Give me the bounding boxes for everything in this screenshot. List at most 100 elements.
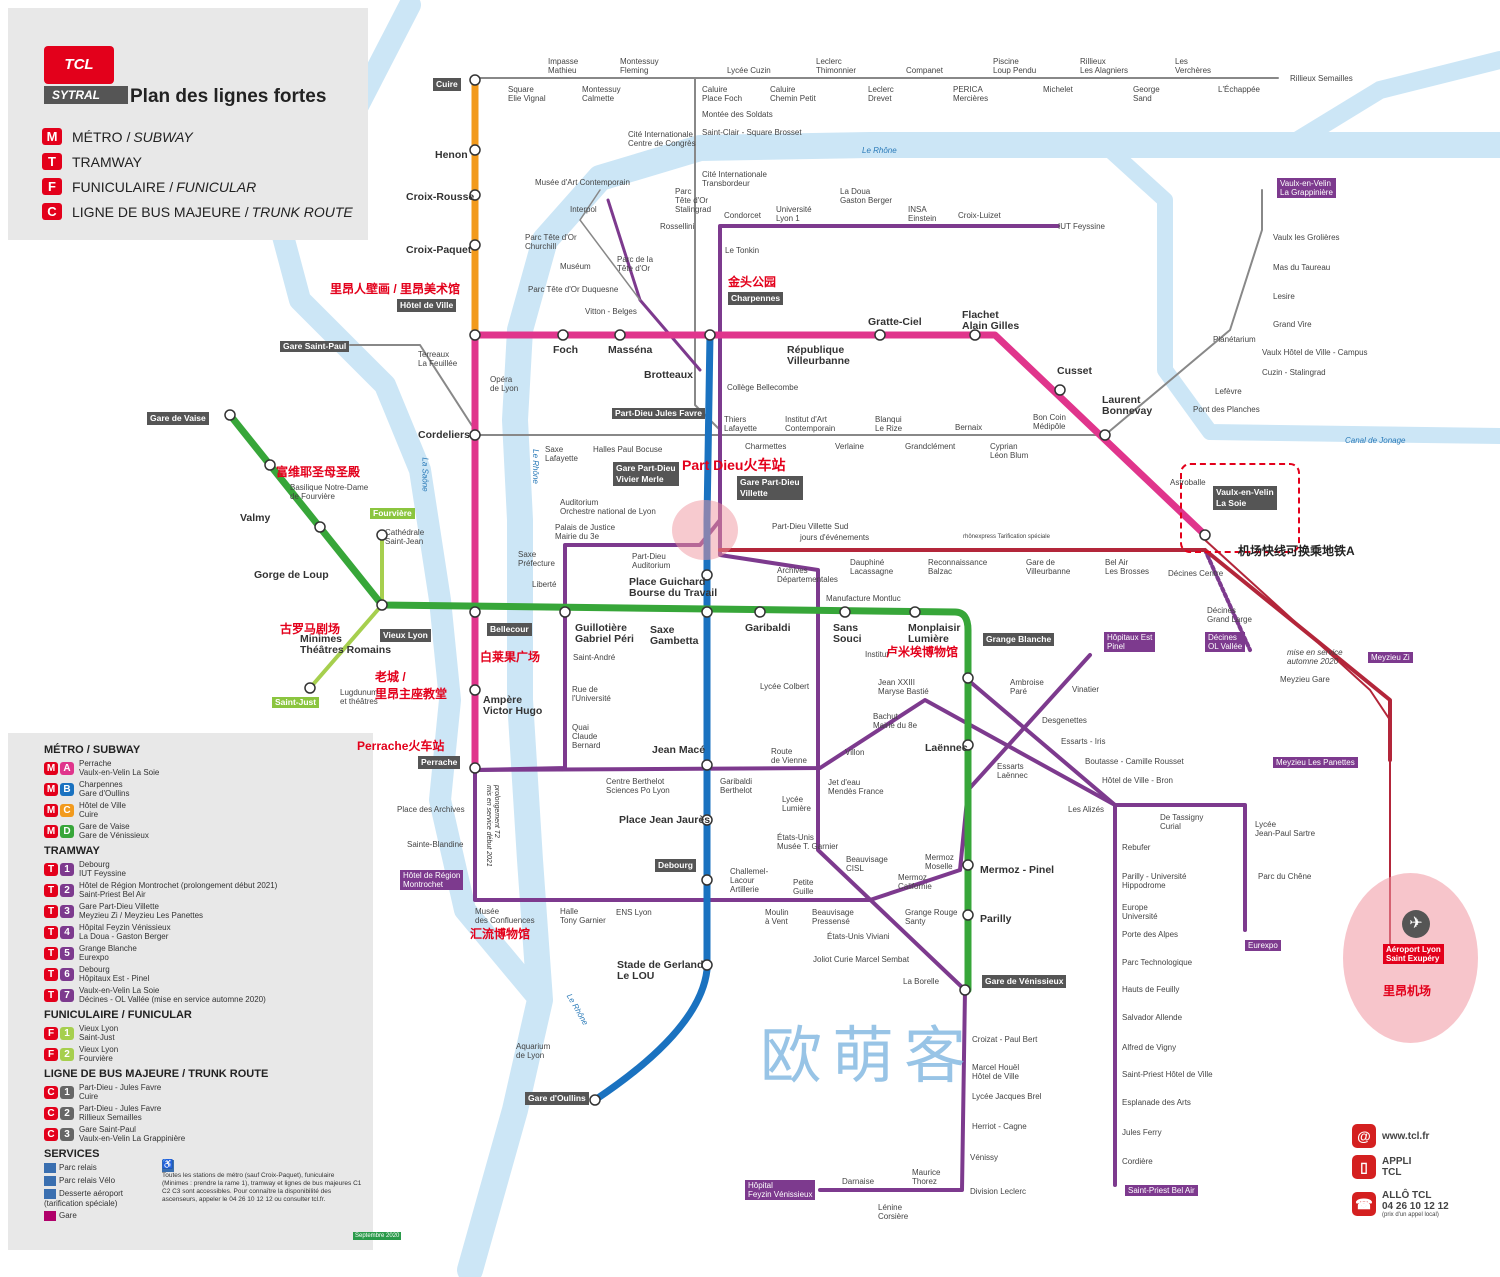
terminus-label[interactable]: Gare Saint-Paul xyxy=(280,341,350,352)
station-label[interactable]: Musée des Confluences xyxy=(475,907,535,925)
station-label[interactable]: Marcel Houël Hôtel de Ville xyxy=(972,1063,1020,1081)
station-label[interactable]: INSA Einstein xyxy=(908,205,937,223)
station-label[interactable]: Lefèvre xyxy=(1215,387,1242,396)
station-label[interactable]: Croizat - Paul Bert xyxy=(972,1035,1038,1044)
station-label[interactable]: Caluire Place Foch xyxy=(702,85,743,103)
station-dot[interactable] xyxy=(264,459,276,471)
station-label[interactable]: Part-Dieu Jules Favre xyxy=(612,408,705,419)
metro-station-label[interactable]: Sans Souci xyxy=(833,622,862,645)
app-link[interactable]: ▯APPLI TCL xyxy=(1352,1155,1411,1179)
station-label[interactable]: Verlaine xyxy=(835,442,864,451)
station-label[interactable]: Vaulx Hôtel de Ville - Campus xyxy=(1262,348,1368,357)
station-label[interactable]: Archives Départementales xyxy=(777,566,838,584)
station-label[interactable]: Maurice Thorez xyxy=(912,1168,941,1186)
station-label[interactable]: Leclerc Thimonnier xyxy=(816,57,857,75)
metro-station-label[interactable]: Mermoz - Pinel xyxy=(980,864,1055,876)
station-label[interactable]: Challemel- Lacour Artillerie xyxy=(730,867,769,894)
station-dot[interactable] xyxy=(559,606,571,618)
terminus-label[interactable]: Hôpitaux Est Pinel xyxy=(1104,632,1156,652)
metro-station-label[interactable]: Cuire xyxy=(433,78,461,91)
station-label[interactable]: Vaulx les Grolières xyxy=(1273,233,1340,242)
station-label[interactable]: Joliot Curie Marcel Sembat xyxy=(813,955,910,964)
station-label[interactable]: Parc Tête d'Or Stalingrad xyxy=(675,187,712,214)
station-dot[interactable] xyxy=(469,239,481,251)
station-label[interactable]: Cathédrale Saint-Jean xyxy=(385,528,425,546)
station-label[interactable]: Mermoz Californie xyxy=(898,873,932,891)
metro-station-label[interactable]: Cordeliers xyxy=(418,429,470,441)
station-label[interactable]: Jean XXIII Maryse Bastié xyxy=(878,678,929,696)
station-label[interactable]: Lycée Cuzin xyxy=(727,66,771,75)
station-label[interactable]: Lugdunum et théâtres xyxy=(340,688,378,706)
station-label[interactable]: Saint-Clair - Square Brosset xyxy=(702,128,802,137)
station-dot[interactable] xyxy=(304,682,316,694)
station-label[interactable]: Dauphiné Lacassagne xyxy=(850,558,894,576)
station-dot[interactable] xyxy=(376,529,388,541)
station-label[interactable]: Halles Paul Bocuse xyxy=(593,445,663,454)
station-label[interactable]: Parc Tête d'Or Churchill xyxy=(525,233,577,251)
station-label[interactable]: Essarts Laënnec xyxy=(997,762,1028,780)
t7-note[interactable]: mise en service automne 2020 xyxy=(1287,648,1343,666)
station-label[interactable]: Caluire Chemin Petit xyxy=(770,85,816,103)
metro-station-label[interactable]: Monplaisir Lumière xyxy=(908,622,961,645)
terminus-label[interactable]: Meyzieu Les Panettes xyxy=(1273,757,1358,768)
station-label[interactable]: La Doua Gaston Berger xyxy=(840,187,893,205)
station-label[interactable]: Parc de la Tête d'Or xyxy=(617,255,654,273)
metro-station-label[interactable]: République Villeurbanne xyxy=(787,344,850,367)
station-label[interactable]: Auditorium Orchestre national de Lyon xyxy=(560,498,656,516)
metro-station-label[interactable]: Foch xyxy=(553,344,579,356)
station-label[interactable]: Division Leclerc xyxy=(970,1187,1027,1196)
station-label[interactable]: Impasse Mathieu xyxy=(548,57,579,75)
station-dot[interactable] xyxy=(839,606,851,618)
station-dot[interactable] xyxy=(962,909,974,921)
station-label[interactable]: Garibaldi Berthelot xyxy=(720,777,753,795)
station-label[interactable]: Grandclément xyxy=(905,442,956,451)
metro-station-label[interactable]: Vaulx-en-Velin La Soie xyxy=(1213,486,1277,510)
metro-station-label[interactable]: Guillotière Gabriel Péri xyxy=(575,622,634,645)
station-label[interactable]: De Tassigny Curial xyxy=(1160,813,1204,831)
station-label[interactable]: Cordière xyxy=(1122,1157,1153,1166)
station-label[interactable]: Saint-André xyxy=(573,653,616,662)
station-label[interactable]: Europe Université xyxy=(1122,903,1158,921)
station-dot[interactable] xyxy=(469,429,481,441)
metro-station-label[interactable]: Gare d'Oullins xyxy=(525,1092,589,1105)
station-label[interactable]: Part-Dieu Auditorium xyxy=(632,552,671,570)
station-dot[interactable] xyxy=(469,606,481,618)
station-dot[interactable] xyxy=(962,739,974,751)
metro-station-label[interactable]: Ampère Victor Hugo xyxy=(483,694,543,717)
station-dot[interactable] xyxy=(701,814,713,826)
station-label[interactable]: Palais de Justice Mairie du 3e xyxy=(555,523,616,541)
station-dot[interactable] xyxy=(969,329,981,341)
station-label[interactable]: Cité Internationale Transbordeur xyxy=(702,170,767,188)
station-label[interactable]: Rillieux Semailles xyxy=(1290,74,1353,83)
station-label[interactable]: Square Elie Vignal xyxy=(508,85,546,103)
station-dot[interactable] xyxy=(469,74,481,86)
station-label[interactable]: George Sand xyxy=(1133,85,1160,103)
station-label[interactable]: Vénissy xyxy=(970,1153,999,1162)
station-label[interactable]: Cité Internationale Centre de Congrès xyxy=(628,130,696,148)
terminus-label[interactable]: Hôtel de Région Montrochet xyxy=(400,870,464,890)
station-label[interactable]: Villon xyxy=(845,748,865,757)
station-label[interactable]: Lesire xyxy=(1273,292,1295,301)
station-label[interactable]: Terreaux La Feuillée xyxy=(418,350,458,368)
station-dot[interactable] xyxy=(1199,529,1211,541)
metro-station-label[interactable]: Gratte-Ciel xyxy=(868,316,922,328)
station-dot[interactable] xyxy=(959,984,971,996)
metro-station-label[interactable]: Brotteaux xyxy=(644,369,694,381)
station-label[interactable]: Rebufer xyxy=(1122,843,1151,852)
metro-station-label[interactable]: Masséna xyxy=(608,344,653,356)
station-dot[interactable] xyxy=(909,606,921,618)
metro-station-label[interactable]: Laënnec xyxy=(925,742,968,754)
station-label[interactable]: Université Lyon 1 xyxy=(776,205,812,223)
station-label[interactable]: Part-Dieu Villette Sud xyxy=(772,522,849,531)
metro-station-label[interactable]: Croix-Rousse xyxy=(406,191,475,203)
station-label[interactable]: Saint-Priest Hôtel de Ville xyxy=(1122,1070,1213,1079)
website-link[interactable]: @www.tcl.fr xyxy=(1352,1124,1429,1148)
station-label[interactable]: Rue de l'Université xyxy=(572,685,611,703)
station-label[interactable]: Grand Vire xyxy=(1273,320,1312,329)
rhonexpress-note[interactable]: rhônexpress Tarification spéciale xyxy=(963,534,1050,540)
station-dot[interactable] xyxy=(874,329,886,341)
metro-station-label[interactable]: Laurent Bonnevay xyxy=(1102,394,1153,417)
station-label[interactable]: Mermoz Moselle xyxy=(925,853,954,871)
station-label[interactable]: Grange Rouge Santy xyxy=(905,908,958,926)
terminus-label[interactable]: Décines OL Vallée xyxy=(1205,632,1246,652)
